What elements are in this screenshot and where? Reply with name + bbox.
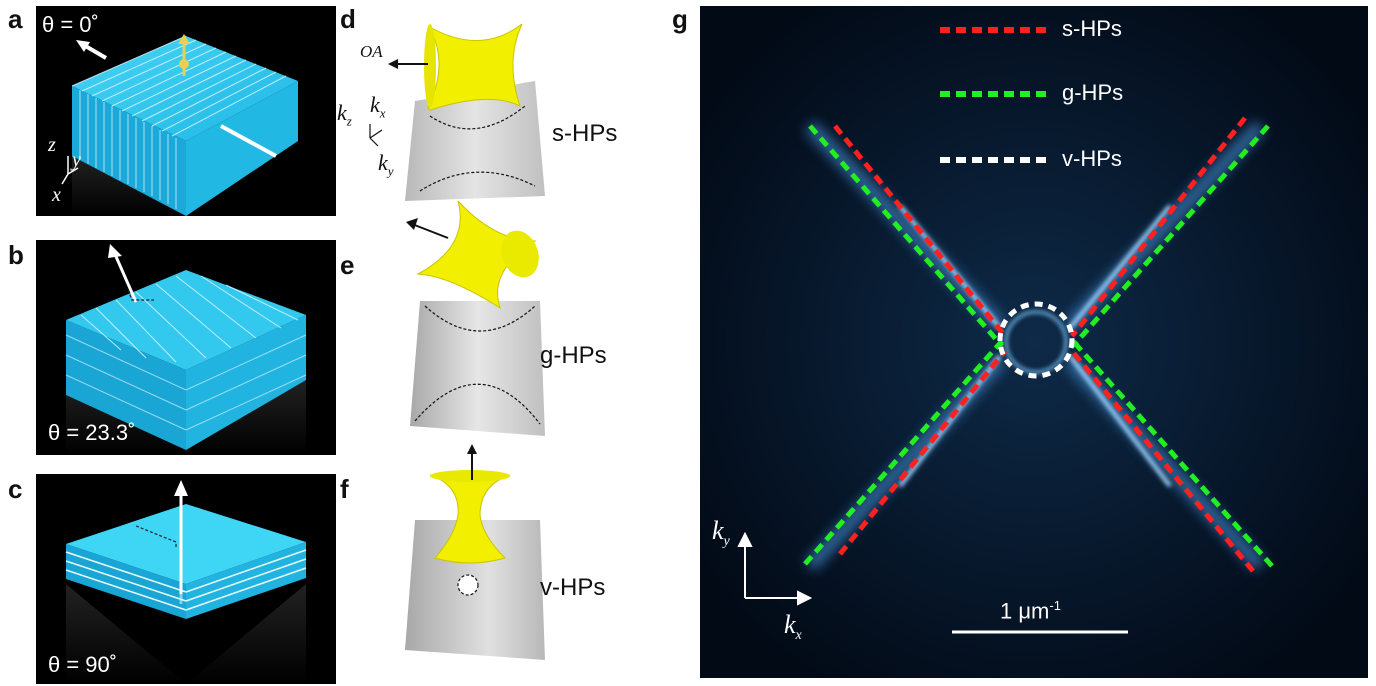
- legend-v-hps: v-HPs: [1062, 146, 1122, 171]
- axis-label-x: x: [52, 184, 61, 206]
- theta-label-b: θ = 23.3˚: [48, 420, 136, 445]
- axis-label-z: z: [48, 134, 56, 156]
- axis-label-y: y: [72, 149, 81, 171]
- panel-label-c: c: [8, 474, 23, 504]
- panel-c-render: θ = 90˚: [36, 474, 336, 684]
- panel-label-d: d: [340, 4, 356, 34]
- hp-label-d: s-HPs: [552, 120, 618, 147]
- k-z-main: k: [337, 100, 347, 125]
- k-x-label: kx: [370, 92, 386, 121]
- panel-b-render: θ = 23.3˚: [36, 240, 336, 455]
- kx-axis-label: kx: [784, 610, 802, 644]
- panel-g-map: s-HPs g-HPs v-HPs ky kx 1 μm-1: [700, 6, 1368, 678]
- scale-bar-label: 1 μm-1: [1000, 598, 1061, 624]
- theta-label-c: θ = 90˚: [48, 652, 118, 677]
- legend-s-hps: s-HPs: [1062, 16, 1122, 41]
- panel-a-render: θ = 0˚ z y x: [36, 6, 336, 216]
- hp-label-f: v-HPs: [540, 574, 606, 601]
- dispersion-map: [700, 6, 1368, 678]
- panel-label-f: f: [340, 474, 349, 504]
- ky-main: k: [712, 516, 724, 545]
- hyperboloid-v-illustration: [405, 444, 545, 660]
- panel-label-e: e: [340, 250, 355, 280]
- theta-label-a: θ = 0˚: [42, 12, 99, 37]
- panel-label-b: b: [8, 240, 24, 270]
- k-y-sub: y: [387, 163, 394, 179]
- slab-a-illustration: [61, 34, 298, 216]
- slab-c-illustration: [65, 480, 307, 684]
- k-x-sub: x: [379, 105, 386, 121]
- kx-main: k: [784, 610, 796, 639]
- ky-sub: y: [723, 534, 730, 550]
- hyperboloid-g-illustration: [406, 200, 545, 436]
- kx-sub: x: [795, 628, 802, 644]
- k-z-sub: z: [346, 113, 352, 129]
- legend-g-hps: g-HPs: [1062, 80, 1124, 105]
- hp-label-e: g-HPs: [540, 342, 607, 369]
- scale-bar-sup: -1: [1049, 598, 1061, 613]
- k-x-main: k: [370, 92, 380, 117]
- k-y-label: ky: [378, 150, 394, 179]
- slab-b-illustration: [65, 244, 307, 455]
- panel-label-g: g: [672, 4, 688, 34]
- hyperboloid-s-illustration: [369, 23, 545, 201]
- ky-axis-label: ky: [712, 516, 730, 550]
- k-z-label: kz: [337, 100, 352, 129]
- oa-label: OA: [360, 42, 383, 61]
- scale-bar-text: 1 μm: [1000, 598, 1050, 624]
- k-y-main: k: [378, 150, 388, 175]
- panel-label-a: a: [8, 4, 23, 34]
